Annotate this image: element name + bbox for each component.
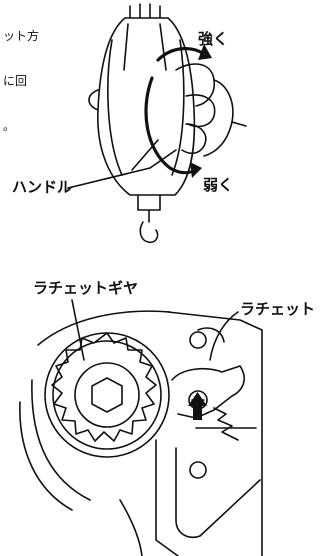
- label-weak: 弱く: [203, 176, 234, 194]
- label-ratchet-gear: ラチェットギヤ: [33, 279, 139, 297]
- label-strong: 強く: [198, 30, 229, 48]
- label-handle: ハンドル: [12, 178, 73, 196]
- instruction-line-2: に回: [3, 74, 28, 88]
- instruction-line-3: 。: [3, 119, 16, 133]
- cropped-instruction-text: ット方 に回 。: [3, 0, 39, 164]
- label-ratchet: ラチェット: [240, 300, 316, 318]
- instruction-line-1: ット方: [3, 29, 40, 43]
